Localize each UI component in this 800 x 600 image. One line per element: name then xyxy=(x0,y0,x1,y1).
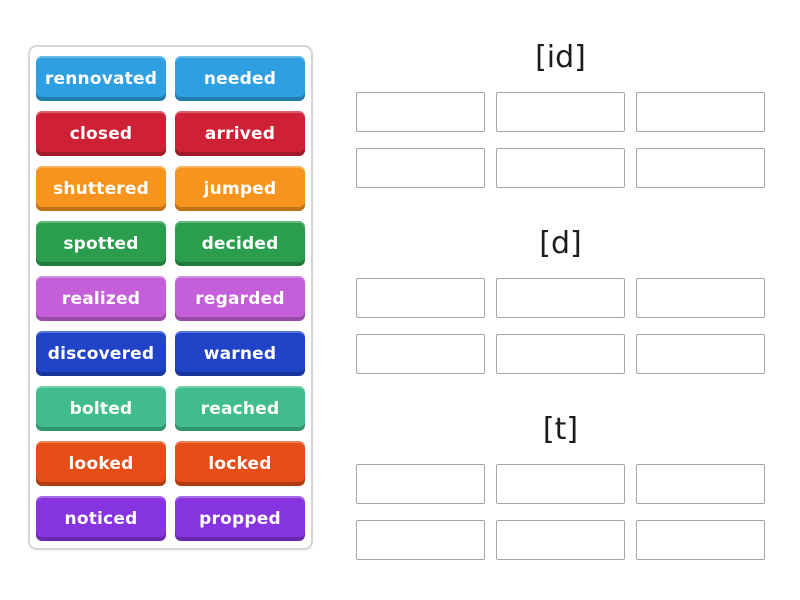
word-tile-shuttered[interactable]: shuttered xyxy=(36,166,166,211)
drop-slot-d-5[interactable] xyxy=(496,334,625,374)
category-group-d: [d] xyxy=(356,226,765,374)
word-tile-spotted[interactable]: spotted xyxy=(36,221,166,266)
drop-slot-id-3[interactable] xyxy=(636,92,765,132)
category-slots-id xyxy=(356,92,765,188)
drop-slot-t-3[interactable] xyxy=(636,464,765,504)
word-tile-reached[interactable]: reached xyxy=(175,386,305,431)
drop-slot-id-2[interactable] xyxy=(496,92,625,132)
category-group-id: [id] xyxy=(356,40,765,188)
category-label-d: [d] xyxy=(539,226,582,261)
word-tile-realized[interactable]: realized xyxy=(36,276,166,321)
word-tile-decided[interactable]: decided xyxy=(175,221,305,266)
word-tile-bolted[interactable]: bolted xyxy=(36,386,166,431)
word-tile-propped[interactable]: propped xyxy=(175,496,305,541)
word-tile-noticed[interactable]: noticed xyxy=(36,496,166,541)
word-tile-arrived[interactable]: arrived xyxy=(175,111,305,156)
category-label-id: [id] xyxy=(535,40,586,75)
word-tile-looked[interactable]: looked xyxy=(36,441,166,486)
drop-slot-id-5[interactable] xyxy=(496,148,625,188)
drop-slot-d-3[interactable] xyxy=(636,278,765,318)
drop-slot-d-1[interactable] xyxy=(356,278,485,318)
word-tile-locked[interactable]: locked xyxy=(175,441,305,486)
word-tile-regarded[interactable]: regarded xyxy=(175,276,305,321)
drop-slot-t-2[interactable] xyxy=(496,464,625,504)
drop-slot-d-4[interactable] xyxy=(356,334,485,374)
word-tile-rennovated[interactable]: rennovated xyxy=(36,56,166,101)
categories-area: [id] [d] [t] xyxy=(356,40,765,560)
word-tile-warned[interactable]: warned xyxy=(175,331,305,376)
drop-slot-d-2[interactable] xyxy=(496,278,625,318)
word-tile-needed[interactable]: needed xyxy=(175,56,305,101)
drop-slot-d-6[interactable] xyxy=(636,334,765,374)
category-group-t: [t] xyxy=(356,412,765,560)
word-tile-jumped[interactable]: jumped xyxy=(175,166,305,211)
category-label-t: [t] xyxy=(542,412,579,447)
drop-slot-t-5[interactable] xyxy=(496,520,625,560)
drop-slot-t-1[interactable] xyxy=(356,464,485,504)
drop-slot-t-4[interactable] xyxy=(356,520,485,560)
category-slots-d xyxy=(356,278,765,374)
drop-slot-id-1[interactable] xyxy=(356,92,485,132)
word-tile-discovered[interactable]: discovered xyxy=(36,331,166,376)
drop-slot-id-4[interactable] xyxy=(356,148,485,188)
drop-slot-id-6[interactable] xyxy=(636,148,765,188)
category-slots-t xyxy=(356,464,765,560)
word-tile-closed[interactable]: closed xyxy=(36,111,166,156)
drop-slot-t-6[interactable] xyxy=(636,520,765,560)
